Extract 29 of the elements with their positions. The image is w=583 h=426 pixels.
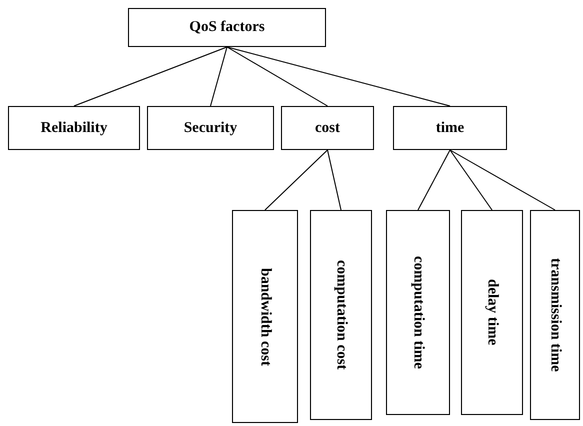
node-label: Reliability [40, 120, 108, 136]
node-label: bandwidth cost [256, 268, 274, 366]
node-box [461, 210, 523, 415]
node-label: transmission time [546, 258, 564, 372]
node-label: time [436, 120, 464, 136]
node-box [310, 210, 372, 420]
node-label: Security [184, 120, 238, 136]
node-box [393, 106, 507, 150]
node-label: QoS factors [189, 19, 265, 36]
connector-line [74, 46, 228, 106]
node-box [147, 106, 274, 150]
node-box [232, 210, 298, 423]
connector-line [450, 150, 556, 210]
node-box [128, 8, 326, 47]
node-box [281, 106, 374, 150]
connector-line [450, 150, 492, 210]
node-box [8, 106, 140, 150]
connector-line [418, 150, 450, 210]
node-label: delay time [484, 279, 500, 346]
connector-line [226, 46, 328, 106]
node-box [386, 210, 450, 415]
connector-line [327, 150, 342, 210]
connector-line [226, 46, 450, 106]
connector-line [264, 150, 328, 210]
node-label: cost [315, 120, 340, 136]
node-label: computation cost [332, 260, 350, 370]
node-label: computation time [410, 256, 426, 369]
connector-line [210, 46, 228, 106]
node-box [530, 210, 580, 420]
